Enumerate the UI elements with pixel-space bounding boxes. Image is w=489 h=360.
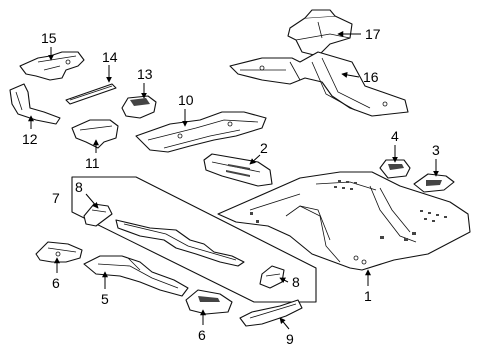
part-6-left-bracket	[35, 241, 83, 263]
callout-4: 4	[391, 128, 399, 144]
part-12-side-bracket	[9, 83, 61, 125]
callout-13: 13	[137, 66, 153, 82]
callout-6-left: 6	[52, 275, 60, 291]
callout-7: 7	[52, 190, 60, 206]
part-7-rail	[115, 219, 245, 267]
part-16-rear-floor-rail	[229, 51, 409, 117]
part-3-bracket	[413, 173, 455, 193]
callout-10: 10	[178, 92, 194, 108]
part-10-crossmember	[135, 111, 267, 153]
callout-3: 3	[432, 142, 440, 158]
callout-8-upper: 8	[75, 179, 83, 195]
callout-labels: 17 16 15 14 13 10 12 11 2 4 3 7 8 8 1 6 …	[22, 26, 440, 347]
callout-11: 11	[85, 155, 100, 171]
part-15-bracket	[19, 51, 85, 81]
part-8-lower-bracket	[259, 265, 285, 289]
part-9-rail-extension	[239, 299, 303, 327]
part-11-bracket	[71, 119, 119, 149]
callout-8-lower: 8	[292, 274, 300, 290]
part-6-lower-bracket	[185, 289, 233, 315]
callout-16: 16	[363, 69, 379, 85]
callout-6-lower: 6	[198, 327, 206, 343]
callout-5: 5	[101, 291, 109, 307]
leader-lines	[28, 31, 439, 330]
group-7-frame	[71, 176, 317, 303]
part-2-bracket	[203, 153, 273, 187]
callout-17: 17	[365, 26, 381, 42]
part-1-floor-pan	[217, 171, 471, 271]
part-4-bracket	[379, 159, 411, 179]
callout-12: 12	[22, 131, 38, 147]
part-14-thin-rail	[65, 83, 117, 105]
callout-2: 2	[260, 140, 268, 156]
part-17-crossmember	[287, 9, 353, 57]
callout-14: 14	[102, 49, 118, 65]
part-13-bracket	[121, 95, 157, 119]
callout-1: 1	[364, 288, 372, 304]
callout-15: 15	[41, 30, 57, 46]
part-5-rail-section	[83, 255, 189, 297]
callout-9: 9	[286, 331, 294, 347]
